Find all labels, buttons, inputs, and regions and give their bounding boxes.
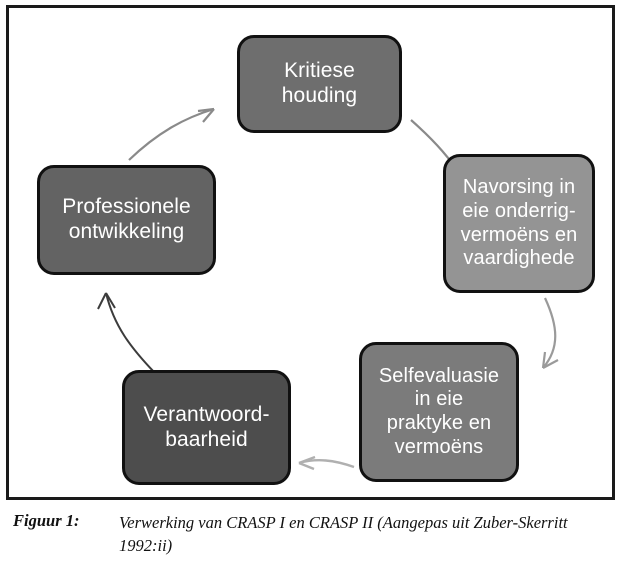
figure-caption: Figuur 1: Verwerking van CRASP I en CRAS… xyxy=(13,511,613,558)
node-verantwoordbaarheid[interactable]: Verantwoord- baarheid xyxy=(122,370,291,485)
arrow-research-to-selfeval xyxy=(541,297,559,369)
arrow-selfeval-to-accountability xyxy=(298,455,355,471)
node-professionele-ontwikkeling[interactable]: Professionele ontwikkeling xyxy=(37,165,216,275)
figure-caption-label: Figuur 1: xyxy=(13,511,80,530)
arrow-professional-to-critical xyxy=(128,107,215,161)
figure-frame: Kritiese houding Navorsing in eie onderr… xyxy=(6,5,615,500)
node-navorsing[interactable]: Navorsing in eie onderrig- vermoëns en v… xyxy=(443,154,595,293)
node-selfevaluasie[interactable]: Selfevaluasie in eie praktyke en vermoën… xyxy=(359,342,519,482)
arrow-accountability-to-professional xyxy=(97,292,155,373)
cycle-diagram: Kritiese houding Navorsing in eie onderr… xyxy=(9,8,612,497)
node-kritiese-houding[interactable]: Kritiese houding xyxy=(237,35,402,133)
figure-caption-text: Verwerking van CRASP I en CRASP II (Aang… xyxy=(119,513,568,556)
